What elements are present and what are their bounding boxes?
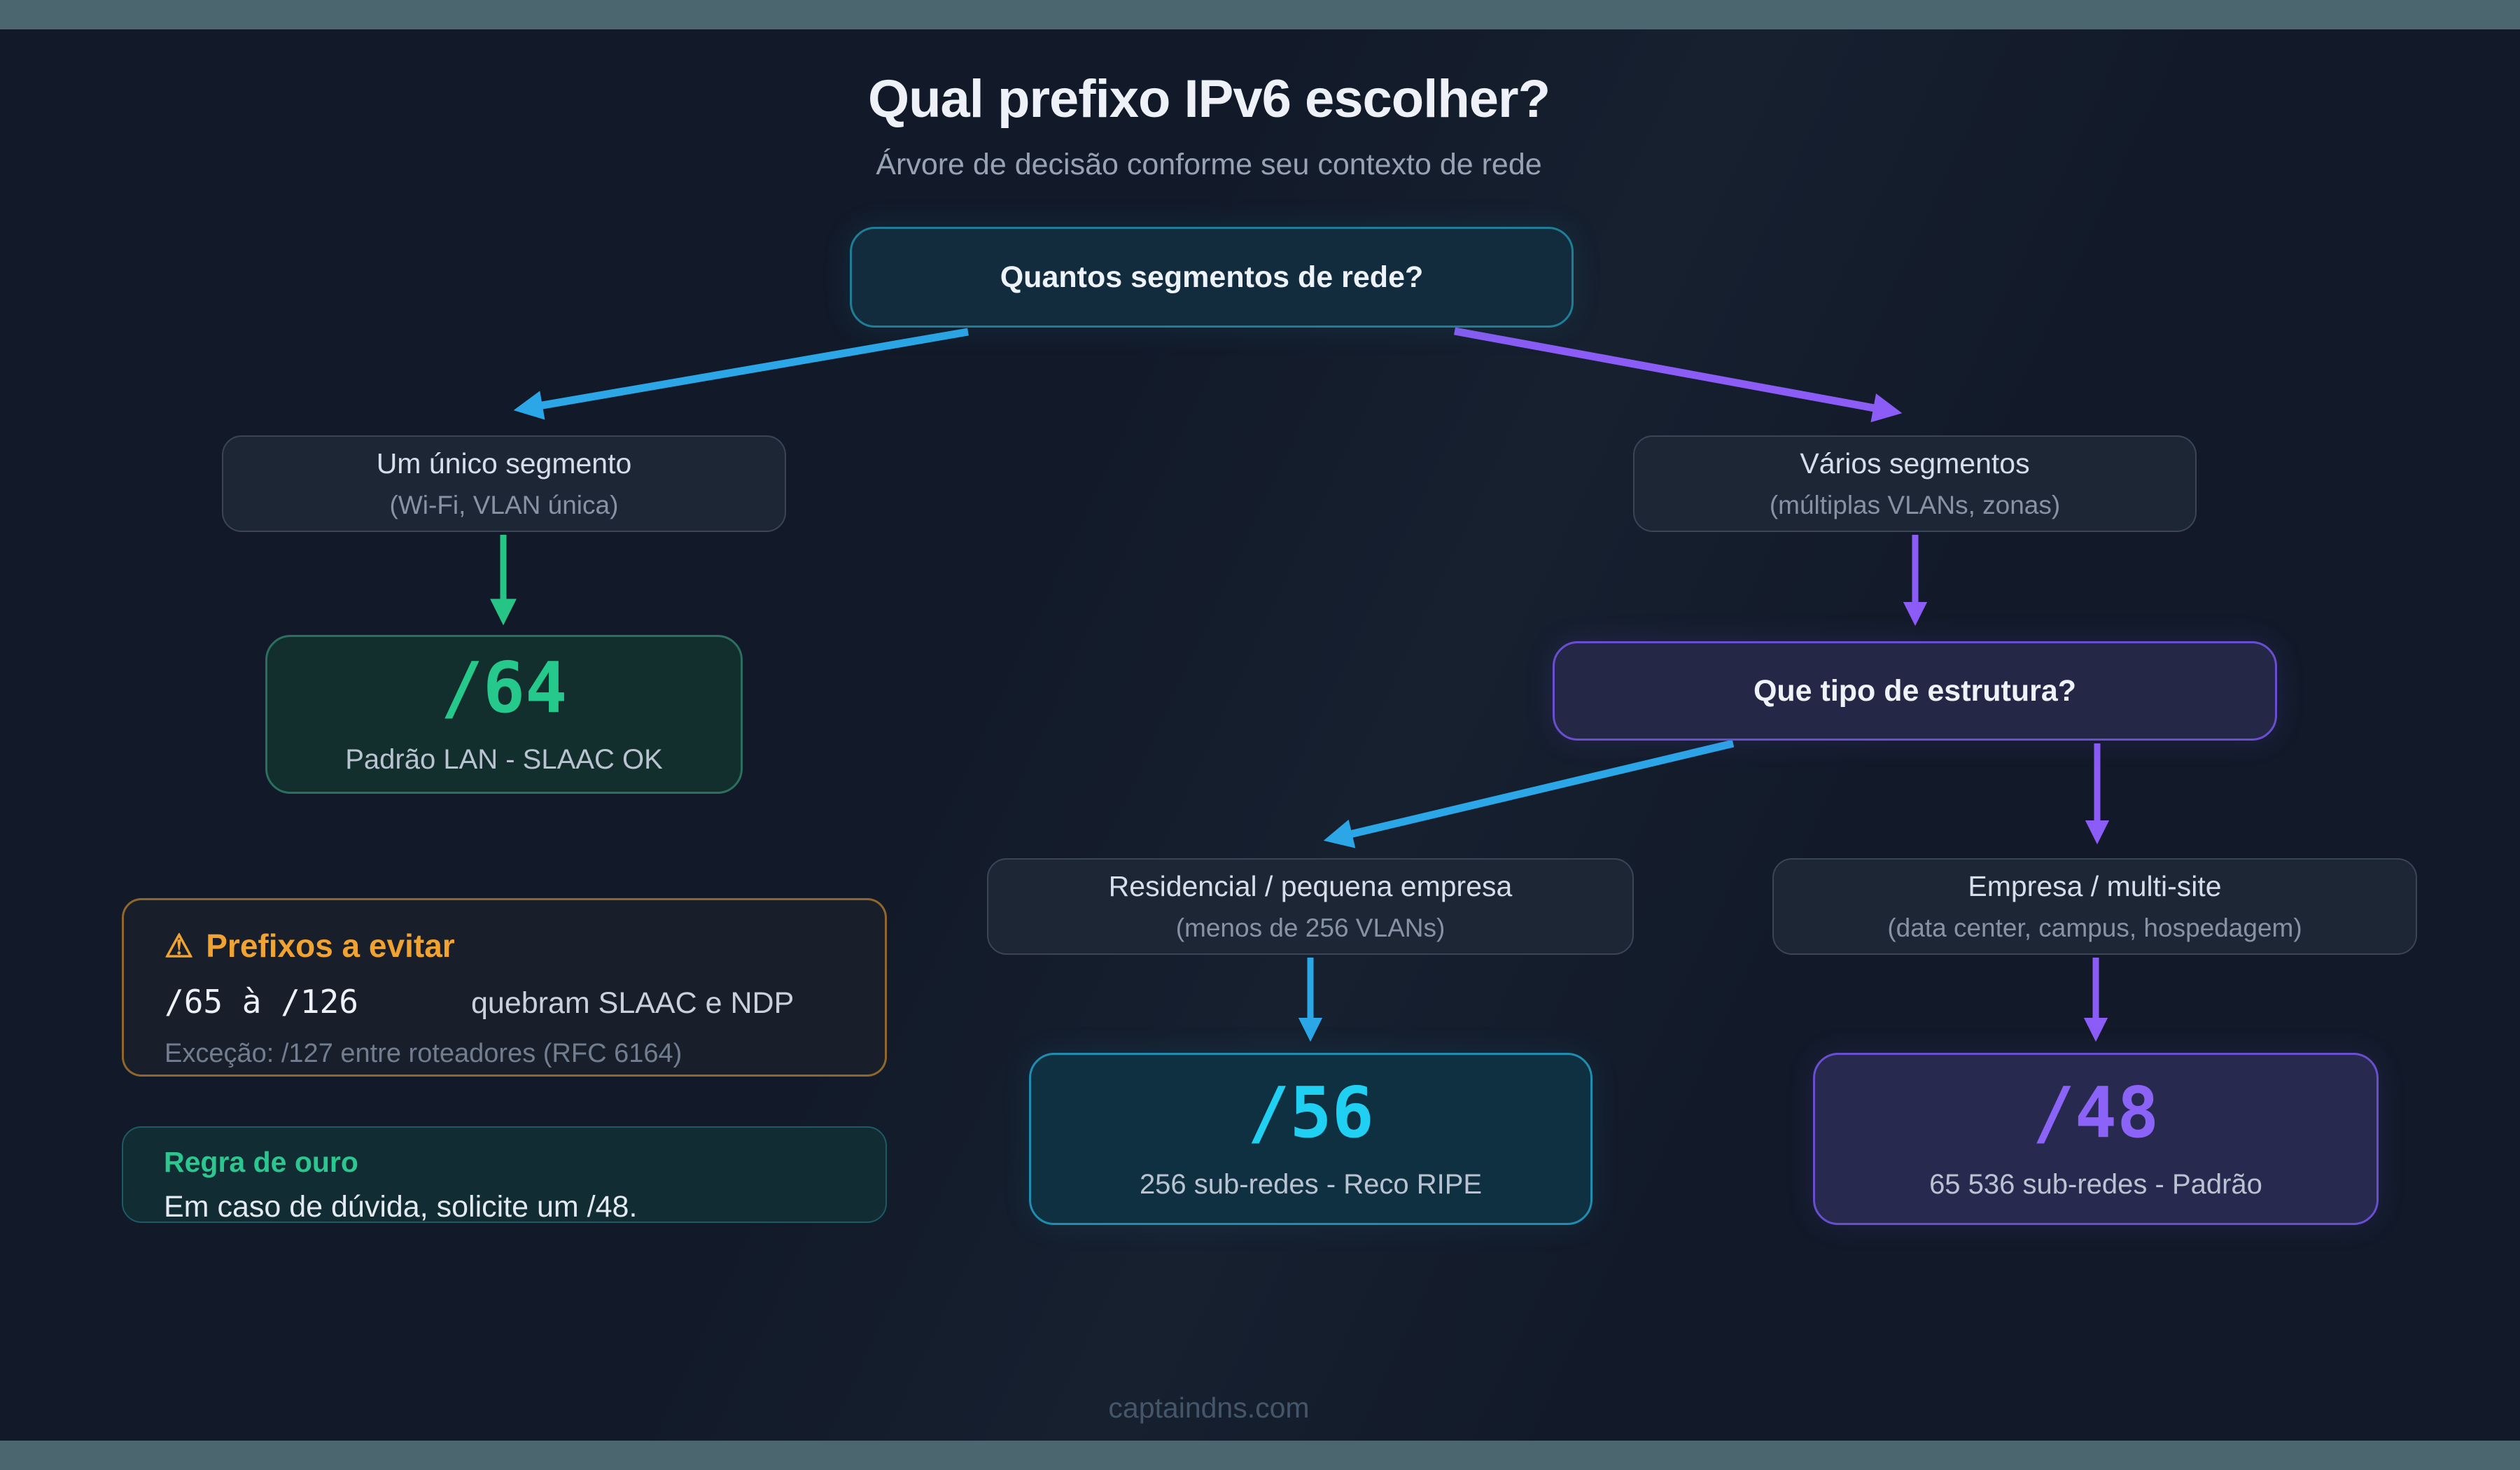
result-56-description: 256 sub-redes - Reco RIPE (1139, 1168, 1483, 1200)
node-structure-question: Que tipo de estrutura? (1553, 641, 2277, 741)
arrow-root-to-single-segment (513, 328, 969, 420)
result-48-prefix: /48 (2032, 1071, 2160, 1154)
enterprise-label: Empresa / multi-site (1968, 870, 2222, 902)
residential-sublabel: (menos de 256 VLANs) (1175, 913, 1446, 942)
residential-label: Residencial / pequena empresa (1108, 870, 1513, 902)
node-result-64: /64 Padrão LAN - SLAAC OK (265, 635, 743, 794)
result-64-prefix: /64 (440, 647, 568, 729)
prefixes-to-avoid-box: ⚠ Prefixos a evitar /65 à /126 quebram S… (122, 898, 887, 1077)
node-single-segment: Um único segmento (Wi-Fi, VLAN única) (222, 435, 786, 532)
root-question-label: Quantos segmentos de rede? (1000, 260, 1424, 294)
warning-title-row: ⚠ Prefixos a evitar (164, 927, 844, 965)
page-title: Qual prefixo IPv6 escolher? (867, 69, 1550, 129)
single-segment-label: Um único segmento (376, 447, 632, 479)
warning-consequence: quebram SLAAC e NDP (471, 986, 794, 1020)
node-result-56: /56 256 sub-redes - Reco RIPE (1029, 1053, 1592, 1225)
result-48-description: 65 536 sub-redes - Padrão (1929, 1168, 2262, 1200)
multi-segment-label: Vários segmentos (1800, 447, 2030, 479)
page-header: Qual prefixo IPv6 escolher? Árvore de de… (0, 69, 2418, 182)
top-accent-bar (0, 0, 2520, 29)
single-segment-sublabel: (Wi-Fi, VLAN única) (389, 491, 619, 519)
golden-rule-text: Em caso de dúvida, solicite um /48. (164, 1190, 638, 1224)
warning-exception: Exceção: /127 entre roteadores (RFC 6164… (164, 1039, 682, 1068)
node-root-question: Quantos segmentos de rede? (850, 227, 1574, 328)
page-subtitle: Árvore de decisão conforme seu contexto … (876, 148, 1542, 181)
node-enterprise: Empresa / multi-site (data center, campu… (1772, 858, 2417, 955)
structure-question-label: Que tipo de estrutura? (1753, 673, 2077, 708)
warning-title: Prefixos a evitar (206, 927, 455, 964)
bottom-accent-bar (0, 1441, 2520, 1470)
node-multi-segment: Vários segmentos (múltiplas VLANs, zonas… (1633, 435, 2197, 532)
arrow-root-to-multi-segment (1454, 327, 1903, 423)
warning-prefix-range: /65 à /126 (164, 983, 358, 1021)
warning-range-row: /65 à /126 quebram SLAAC e NDP (164, 983, 844, 1021)
multi-segment-sublabel: (múltiplas VLANs, zonas) (1769, 491, 2061, 519)
result-64-description: Padrão LAN - SLAAC OK (345, 744, 663, 775)
footer-domain: captaindns.com (1108, 1392, 1310, 1424)
enterprise-sublabel: (data center, campus, hospedagem) (1887, 913, 2302, 942)
arrow-structure-to-residential (1323, 739, 1735, 848)
result-56-prefix: /56 (1247, 1071, 1374, 1154)
golden-rule-box: Regra de ouro Em caso de dúvida, solicit… (122, 1126, 887, 1224)
node-result-48: /48 65 536 sub-redes - Padrão (1813, 1053, 2379, 1225)
warning-triangle-icon: ⚠ (164, 927, 194, 964)
golden-rule-title: Regra de ouro (164, 1146, 358, 1178)
node-residential: Residencial / pequena empresa (menos de … (987, 858, 1634, 955)
